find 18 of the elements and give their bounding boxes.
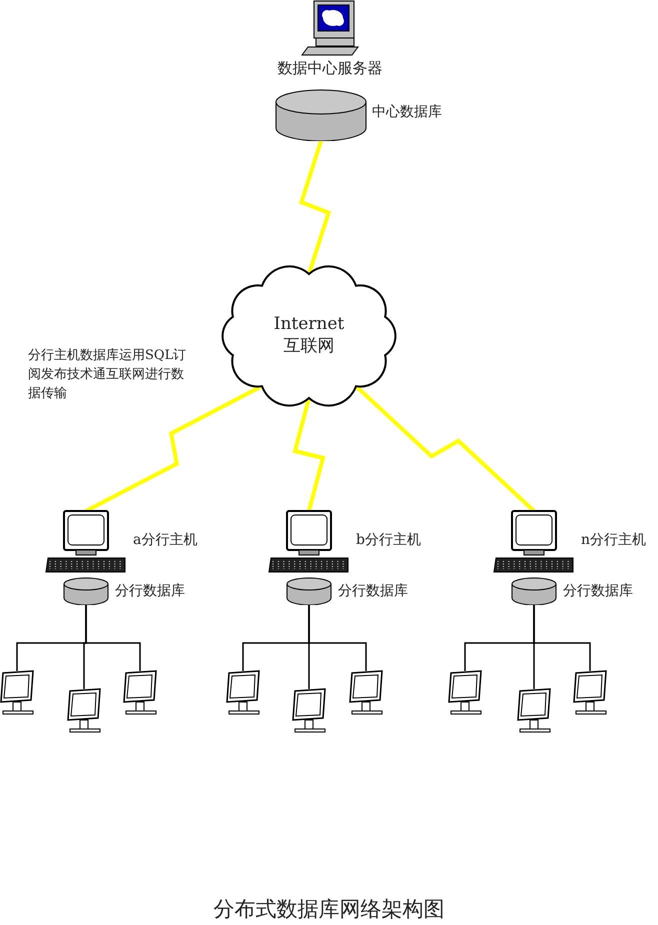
diagram-caption: 分布式数据库网络架构图: [212, 896, 446, 923]
node-label: 中心数据库: [372, 104, 442, 120]
node-label: n分行主机: [581, 532, 646, 548]
node-label: a分行主机: [133, 532, 198, 548]
lightning-link: [292, 397, 326, 512]
node-label: 分行数据库: [115, 583, 185, 599]
note-text: 分行主机数据库运用SQL订阅发布技术通互联网进行数据传输: [28, 347, 188, 403]
node-label: 互联网: [282, 336, 336, 356]
network-line: [85, 605, 141, 671]
network-line: [308, 605, 367, 671]
lightning-link: [298, 140, 332, 275]
node-label: 数据中心服务器: [276, 60, 384, 76]
node-label: b分行主机: [356, 532, 421, 548]
node-label: 分行数据库: [338, 583, 408, 599]
node-label: Internet: [272, 314, 346, 334]
network-line: [533, 605, 591, 671]
node-label: 分行数据库: [563, 583, 633, 599]
lightning-link: [354, 384, 536, 512]
